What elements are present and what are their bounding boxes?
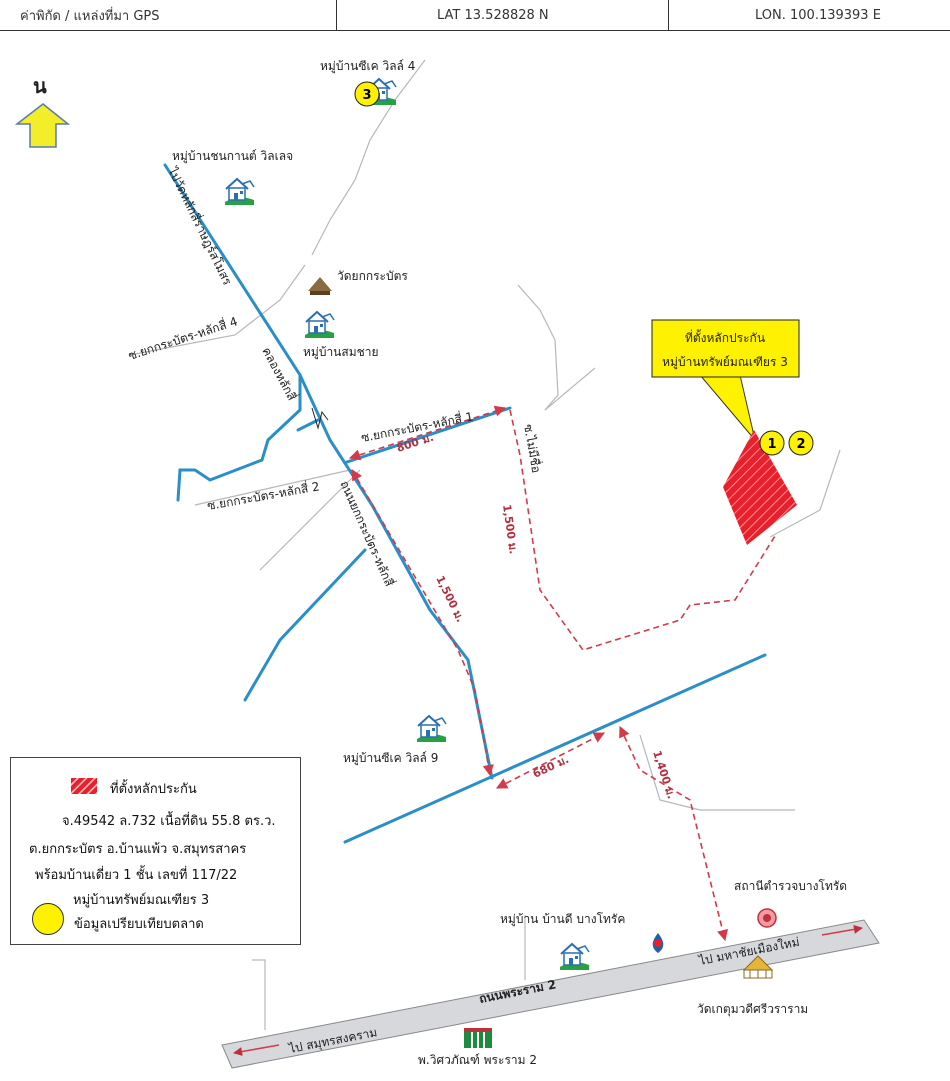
distance-1500b: 1,500 ม. (500, 504, 520, 555)
gas-station-icon (652, 933, 664, 953)
legend-circle-text: ข้อมูลเปรียบเทียบตลาด (74, 917, 204, 932)
label-somchai: หมู่บ้านสมชาย (303, 345, 379, 360)
latitude-value: LAT 13.528828 N (437, 7, 549, 23)
collateral-callout: ที่ตั้งหลักประกัน หมู่บ้านทรัพย์มณเฑียร … (651, 319, 800, 378)
legend-title: ที่ตั้งหลักประกัน (110, 782, 197, 797)
legend-line1: จ.49542 ล.732 เนื้อที่ดิน 55.8 ตร.ว. (62, 814, 276, 829)
label-soi-noname: ซ.ไม่มีชื่อ (521, 423, 545, 474)
label-wat-ket: วัดเกตุมวดีศรีวราราม (697, 1002, 808, 1017)
legend-line3: พร้อมบ้านเดี่ยว 1 ชั้น เลขที่ 117/22 (35, 868, 238, 883)
house-icon (224, 178, 255, 206)
house-icon (304, 311, 335, 339)
svg-text:2: 2 (796, 437, 805, 452)
label-bandee: หมู่บ้าน บ้านดี บางโทรัค (500, 912, 625, 927)
legend-line2: ต.ยกกระบัตร อ.บ้านแพ้ว จ.สมุทรสาคร (29, 842, 247, 857)
distance-1400: 1,400 ม. (650, 749, 678, 801)
label-soi2: ซ.ยกกระบัตร-หลักสี่ 2 (206, 477, 321, 513)
police-station-icon (757, 908, 777, 928)
label-museum: พ.วิศวภัณฑ์ พระราม 2 (418, 1053, 537, 1067)
temple-icon (308, 277, 332, 295)
label-canal-top: ไปวัดหลักสี่ราษฎร์สโมสร (165, 163, 237, 287)
bridge-icon (311, 407, 329, 430)
label-chanakan: หมู่บ้านชนกานต์ วิลเลจ (172, 149, 293, 164)
legend: ที่ตั้งหลักประกัน จ.49542 ล.732 เนื้อที่… (10, 757, 301, 945)
longitude-value: LON. 100.139393 E (755, 7, 881, 23)
rama2-highway (221, 919, 880, 1069)
callout-pointer (698, 374, 756, 441)
comparison-circle-icon (32, 903, 64, 935)
house-icon (559, 943, 590, 971)
museum-icon (464, 1028, 492, 1048)
marker-1: 1 (759, 430, 785, 456)
callout-line1: ที่ตั้งหลักประกัน (685, 329, 765, 345)
gps-source-label: ค่าพิกัด / แหล่งที่มา GPS (20, 8, 160, 24)
north-arrow-icon (14, 103, 71, 148)
marker-3: 3 (354, 81, 380, 107)
gps-header: ค่าพิกัด / แหล่งที่มา GPS LAT 13.528828 … (0, 0, 950, 31)
north-label: น (33, 74, 47, 98)
label-police: สถานีตำรวจบางโทรัด (734, 879, 847, 893)
label-cv4: หมู่บ้านซีเค วิลล์ 4 (320, 59, 415, 74)
header-divider (336, 0, 337, 30)
label-canal: คลองหลักสี่ (259, 344, 301, 404)
collateral-swatch (71, 778, 97, 794)
marker-2: 2 (788, 430, 814, 456)
distance-routes (348, 405, 776, 942)
callout-line2: หมู่บ้านทรัพย์มณเฑียร 3 (662, 355, 788, 370)
collateral-plot (723, 430, 797, 545)
svg-text:3: 3 (362, 88, 371, 103)
header-divider (668, 0, 669, 30)
svg-text:1: 1 (767, 437, 776, 452)
label-cv9: หมู่บ้านซีเค วิลล์ 9 (343, 751, 438, 766)
house-icon (416, 715, 447, 743)
label-wat-yok: วัดยกกระบัตร (337, 269, 408, 283)
temple-icon (742, 955, 774, 979)
legend-line4: หมู่บ้านทรัพย์มณเฑียร 3 (73, 893, 210, 908)
